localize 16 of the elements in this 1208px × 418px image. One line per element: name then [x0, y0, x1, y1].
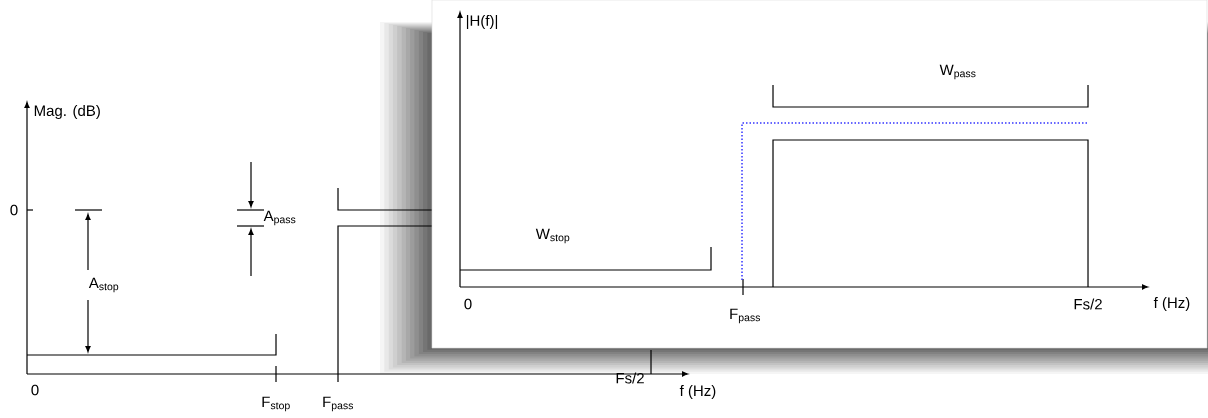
- bracket-label: W$_{pass}$: [939, 64, 976, 80]
- axis-label: Mag. (dB): [34, 105, 100, 119]
- tick-label: 0: [10, 204, 18, 216]
- tick-label: Fs/2: [1074, 298, 1102, 310]
- dimension-label: A$_{pass}$: [263, 210, 296, 226]
- tick-label: F$_{stop}$: [262, 396, 290, 412]
- tick-label: F$_{pass}$: [323, 396, 354, 412]
- axis-label: f (Hz): [679, 385, 716, 399]
- axis-label: f (Hz): [1153, 297, 1190, 311]
- tick-label: 0: [464, 298, 472, 310]
- tick-label: 0: [31, 384, 39, 396]
- tick-label: Fs/2: [616, 372, 644, 384]
- bracket-label: W$_{stop}$: [535, 228, 570, 244]
- dimension-label: A$_{stop}$: [88, 277, 119, 293]
- tick-label: F$_{pass}$: [730, 308, 761, 324]
- axis-label: |H(f)|: [466, 15, 498, 30]
